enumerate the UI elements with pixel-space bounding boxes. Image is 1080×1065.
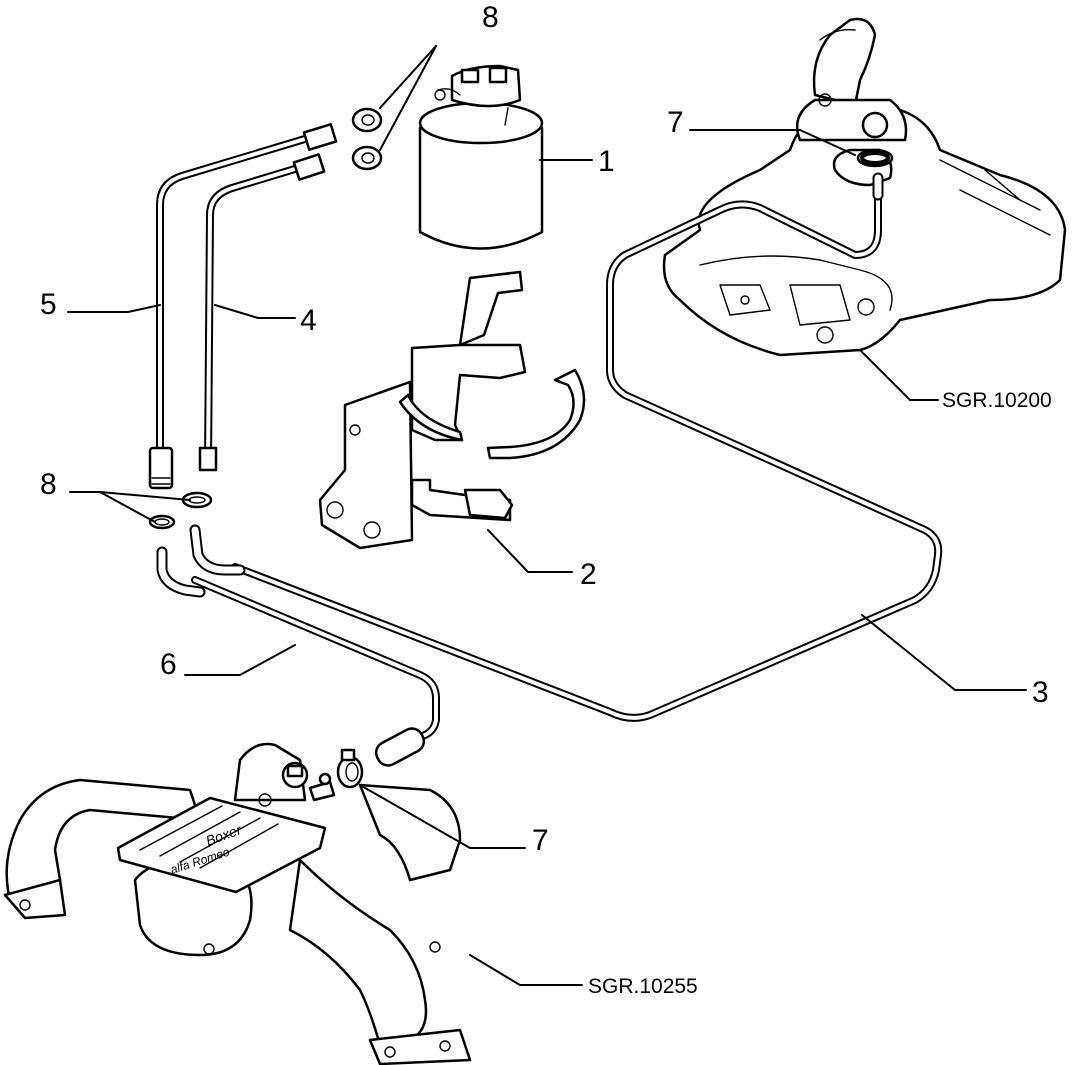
clamps-8-left [148,491,213,530]
callout-8-left: 8 [40,468,57,501]
callout-7-bottom: 7 [532,824,549,857]
callout-3: 3 [1032,676,1049,709]
leader-lines [67,45,1027,986]
hose-4 [198,153,326,472]
hose-5 [148,123,338,490]
clamps-8-top [351,107,383,171]
callout-1: 1 [598,145,615,178]
clamp-7-bottom [336,748,364,789]
callout-8-top: 8 [482,1,499,34]
ref-intake-manifold: SGR.10255 [588,975,698,998]
callout-2: 2 [580,558,597,591]
callout-7-top: 7 [667,106,684,139]
canister-1 [418,64,544,250]
hose-6 [156,524,440,767]
callout-6: 6 [160,648,177,681]
intake-manifold: Boxer alfa Romeo [3,742,472,1065]
callout-4: 4 [300,304,317,337]
fuel-tank [662,17,1067,357]
callout-5: 5 [40,288,57,321]
pipe-3 [231,172,943,722]
ref-fuel-tank: SGR.10200 [942,389,1052,412]
bracket-2 [318,270,586,550]
